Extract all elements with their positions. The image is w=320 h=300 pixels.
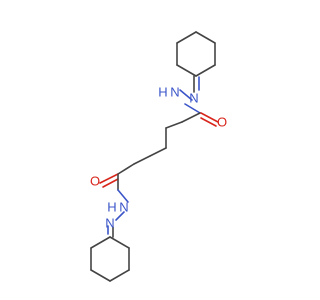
double-bond-c-o [200, 112, 219, 123]
bond [133, 155, 151, 165]
bond [90, 269, 111, 282]
atom-label-h: H [158, 85, 167, 100]
bond-c-n [117, 189, 129, 203]
molecule-structure-diagram: N N H O O N H N [90, 31, 227, 282]
atom-label-n: N [170, 85, 179, 100]
bond [195, 31, 216, 44]
bond [90, 236, 111, 249]
bond [176, 31, 197, 44]
bond [165, 121, 183, 129]
bond [109, 236, 130, 249]
bond-n-n [115, 211, 125, 221]
double-bond-c-o [99, 173, 119, 184]
bond [109, 269, 130, 282]
bond [176, 64, 197, 77]
atom-label-o: O [90, 174, 100, 189]
atom-label-n: N [189, 91, 198, 106]
bond [181, 112, 201, 123]
bond-n-c [184, 103, 201, 114]
atom-label-o: O [217, 115, 227, 130]
atom-label-n: N [105, 216, 114, 231]
bond-n-n [179, 89, 193, 101]
atom-label-layer: N N H O O N H N [90, 85, 227, 231]
bond [117, 163, 135, 175]
bond [195, 64, 216, 77]
bond-layer [90, 31, 219, 282]
atom-label-h: H [107, 200, 116, 215]
bond [149, 147, 167, 157]
double-bond-c-o [200, 117, 217, 127]
double-bond-c-o [102, 178, 119, 188]
atom-label-n: N [119, 200, 128, 215]
